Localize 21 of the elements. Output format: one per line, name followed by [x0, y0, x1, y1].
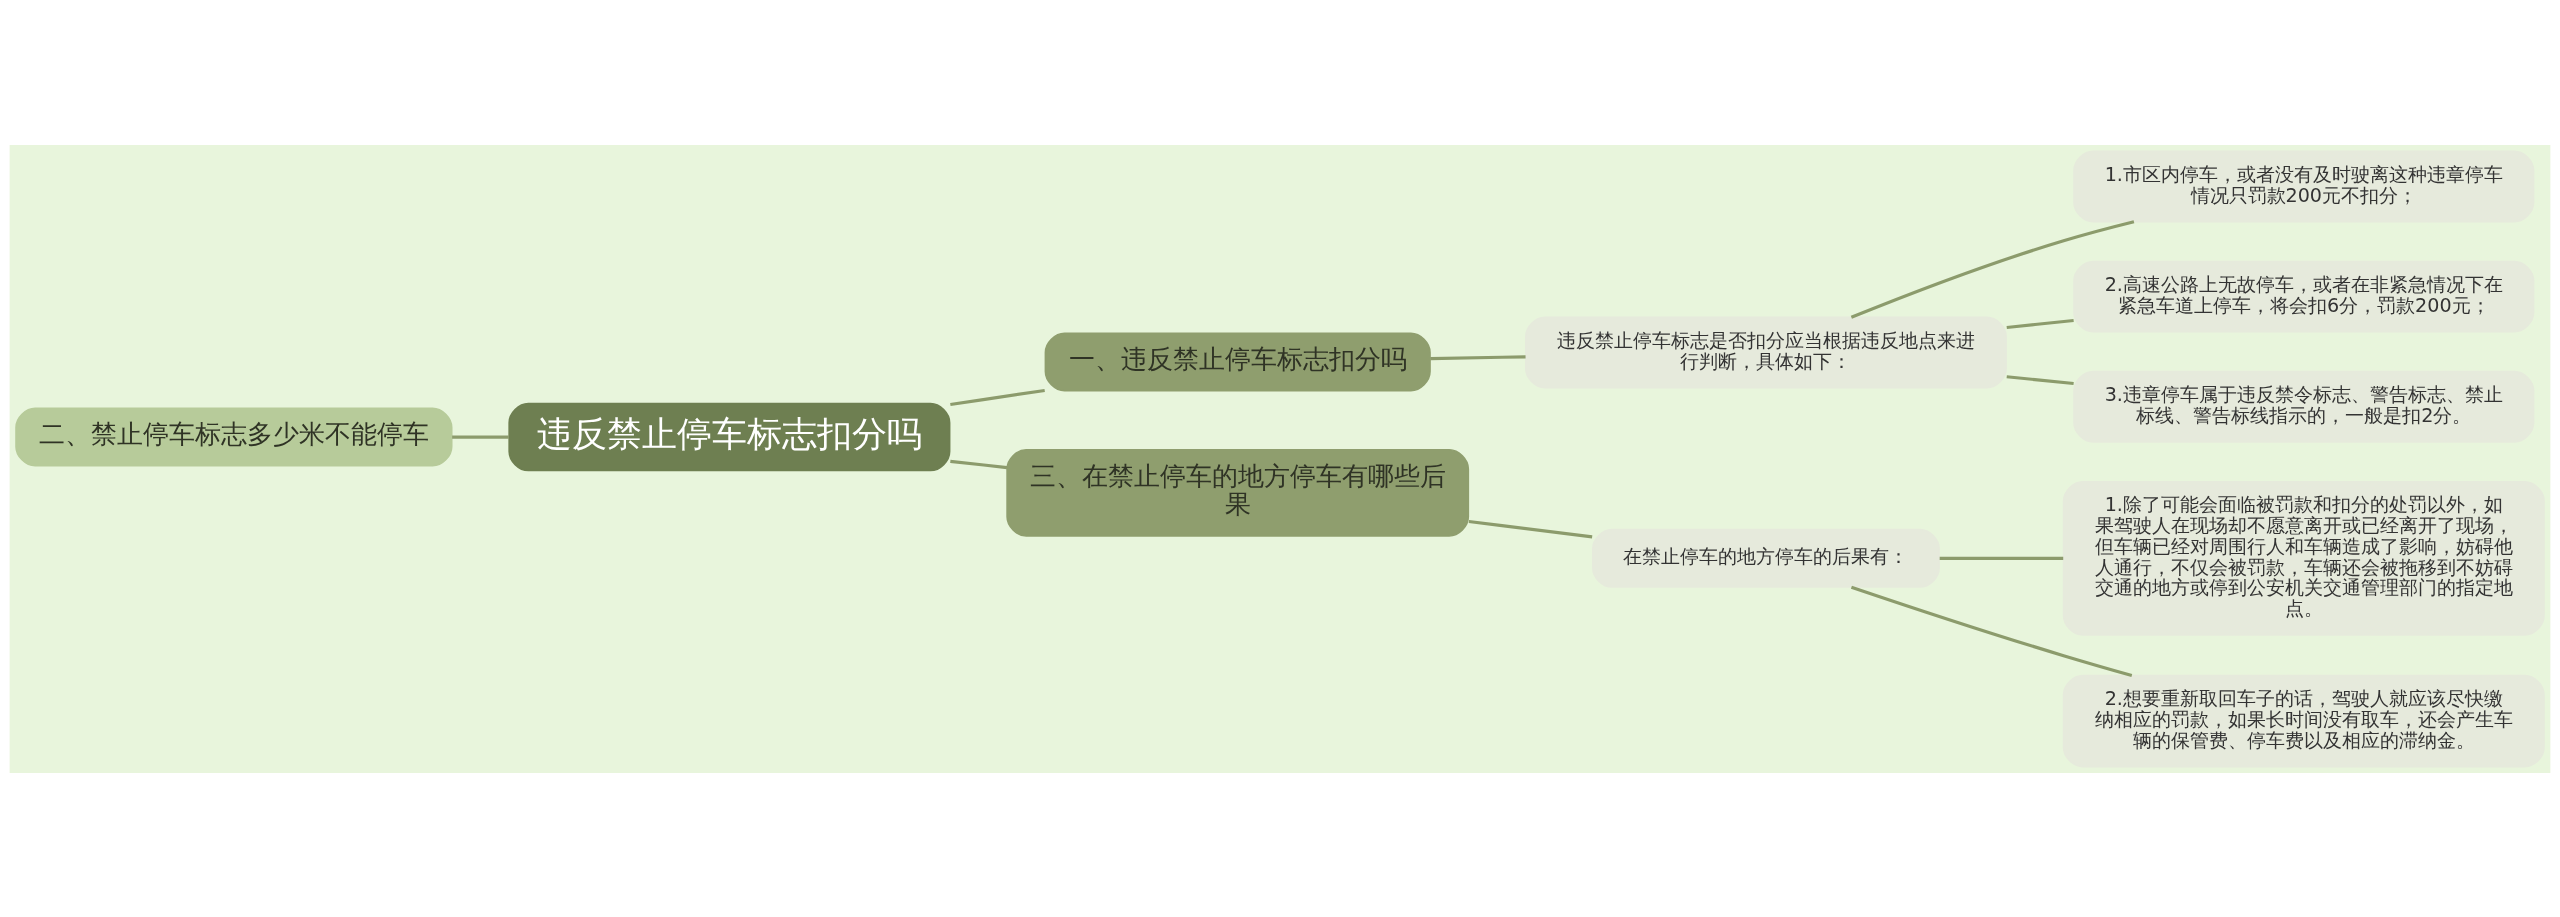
connector [2006, 318, 2074, 329]
node-box: 1.除了可能会面临被罚款和扣分的处罚以外，如果驾驶人在现场却不愿意离开或已经离开了现场，但车辆已经对周围行人和车辆造成了影响，妨碍他人通行，不仅会被罚款，车辆还会被拖移到不妨碍交通的地方或停到公安机关交通管理部门的指定地点。 [2062, 480, 2545, 636]
connector [950, 459, 1008, 469]
node-box: 违反禁止停车标志扣分吗 [508, 402, 951, 471]
connector [950, 388, 1045, 406]
connector [1468, 519, 1593, 538]
node-box: 在禁止停车的地方停车的后果有： [1592, 528, 1940, 588]
node-box: 2.想要重新取回车子的话，驾驶人就应该尽快缴纳相应的罚款，如果长时间没有取车，还会产生车辆的保管费、停车费以及相应的滞纳金。 [2062, 674, 2545, 767]
connector [452, 434, 509, 439]
connector [1430, 354, 1526, 360]
connector [1850, 585, 2133, 677]
connector [1939, 556, 2064, 560]
node-box: 3.违章停车属于违反禁令标志、警告标志、禁止标线、警告标线指示的，一般是扣2分。 [2073, 370, 2535, 443]
connector [2006, 374, 2074, 385]
node-box: 一、违反禁止停车标志扣分吗 [1044, 332, 1431, 392]
node-box: 2.高速公路上无故停车，或者在非紧急情况下在紧急车道上停车，将会扣6分，罚款200元； [2073, 260, 2535, 333]
connector [1850, 219, 2135, 319]
node-box: 三、在禁止停车的地方停车有哪些后果 [1006, 448, 1470, 537]
node-box: 二、禁止停车标志多少米不能停车 [15, 407, 453, 467]
node-box: 违反禁止停车标志是否扣分应当根据违反地点来进行判断，具体如下： [1524, 316, 2007, 388]
node-box: 1.市区内停车，或者没有及时驶离这种违章停车情况只罚款200元不扣分； [2073, 150, 2535, 222]
